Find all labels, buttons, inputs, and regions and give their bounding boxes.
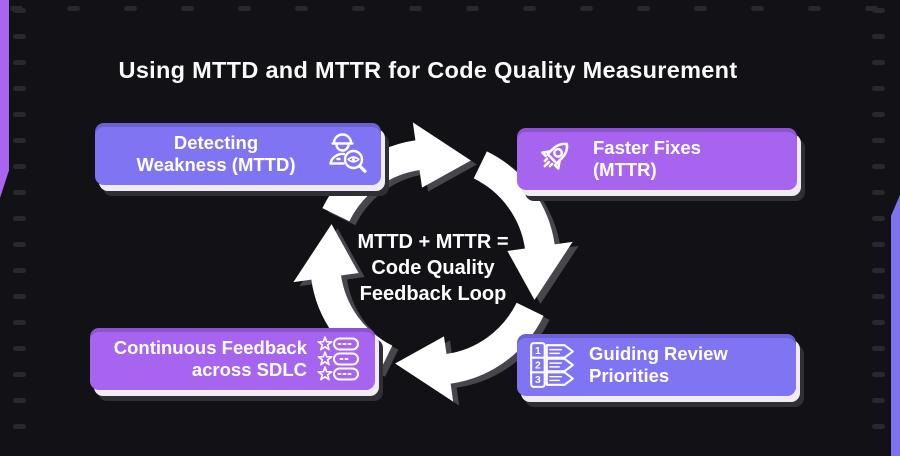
card-line: Weakness (MTTD) xyxy=(136,154,296,175)
decorative-dot xyxy=(13,320,26,325)
decorative-dot xyxy=(872,112,885,117)
decorative-dot xyxy=(808,6,821,11)
decorative-dot xyxy=(13,8,26,13)
decorative-dot xyxy=(872,424,885,429)
decorative-dot xyxy=(13,294,26,299)
decorative-dot xyxy=(872,242,885,247)
card-text: Faster Fixes (MTTR) xyxy=(593,137,789,181)
decorative-dot xyxy=(872,164,885,169)
code-inspector-icon xyxy=(329,133,367,173)
star-feedback-list-icon xyxy=(317,336,359,381)
decorative-dot xyxy=(466,6,479,11)
decorative-dot xyxy=(13,34,26,39)
decorative-dot xyxy=(13,424,26,429)
star-row-icon xyxy=(317,351,333,366)
decorative-dot xyxy=(295,6,308,11)
decorative-dot xyxy=(352,6,365,11)
decorative-dot xyxy=(872,216,885,221)
decorative-dot xyxy=(580,6,593,11)
decorative-dot xyxy=(13,190,26,195)
loop-arc xyxy=(473,151,555,250)
priority-number: 3 xyxy=(535,375,541,386)
decorative-dot xyxy=(637,6,650,11)
decorative-dot xyxy=(751,6,764,11)
decorative-dot xyxy=(67,6,80,11)
center-line-3: Feedback Loop xyxy=(359,283,507,305)
priority-tag xyxy=(545,357,574,373)
card-line: Detecting xyxy=(173,132,259,153)
decorative-dot xyxy=(13,346,26,351)
card-detecting-weakness: Detecting Weakness (MTTD) xyxy=(95,123,381,185)
decorative-dot xyxy=(13,164,26,169)
arrowhead-left xyxy=(293,224,359,283)
decorative-dot xyxy=(872,8,885,13)
left-accent-strip xyxy=(0,0,9,198)
decorative-dot xyxy=(872,60,885,65)
card-text: Detecting Weakness (MTTD) xyxy=(109,132,323,176)
card-line: Continuous Feedback xyxy=(113,337,307,358)
card-line: (MTTR) xyxy=(593,159,657,180)
decorative-dot xyxy=(181,6,194,11)
star-row-icon xyxy=(317,366,333,381)
page-title: Using MTTD and MTTR for Code Quality Mea… xyxy=(118,57,738,83)
numbered-priority-list-icon: 1 2 3 xyxy=(530,342,574,388)
decorative-dot xyxy=(13,216,26,221)
priority-number: 1 xyxy=(535,346,541,357)
card-text: Continuous Feedback across SDLC xyxy=(102,337,317,381)
card-line: Priorities xyxy=(589,365,670,386)
decorative-dot xyxy=(13,60,26,65)
decorative-dot xyxy=(523,6,536,11)
loop-arc xyxy=(311,274,393,373)
card-continuous-feedback: Continuous Feedback across SDLC xyxy=(90,328,375,390)
card-faster-fixes: Faster Fixes (MTTR) xyxy=(517,128,797,190)
center-line-2: Code Quality xyxy=(371,257,495,279)
loop-center-label: MTTD + MTTR = Code Quality Feedback Loop xyxy=(283,229,583,307)
star-row-icon xyxy=(317,336,333,351)
decorative-dot xyxy=(694,6,707,11)
card-line: across SDLC xyxy=(191,359,307,380)
priority-tag xyxy=(545,371,574,386)
decorative-dot xyxy=(865,6,878,11)
card-guiding-review: 1 2 3 Guiding Review Priorities xyxy=(517,334,796,396)
decorative-dot xyxy=(124,6,137,11)
decorative-dot xyxy=(13,268,26,273)
card-line: Guiding Review xyxy=(589,343,728,364)
decorative-dot xyxy=(13,372,26,377)
right-accent-strip xyxy=(891,195,900,456)
decorative-dot xyxy=(238,6,251,11)
loop-arc xyxy=(445,302,544,384)
rocket-icon xyxy=(541,142,569,170)
center-line-1: MTTD + MTTR = xyxy=(357,231,509,253)
decorative-dot xyxy=(872,398,885,403)
priority-number: 2 xyxy=(535,361,541,372)
arrowhead-right xyxy=(507,241,573,300)
decorative-dot xyxy=(872,268,885,273)
decorative-dot xyxy=(872,190,885,195)
decorative-dot xyxy=(872,86,885,91)
decorative-dot xyxy=(872,34,885,39)
decorative-dot xyxy=(872,346,885,351)
decorative-dot xyxy=(13,242,26,247)
card-line: Faster Fixes xyxy=(593,137,701,158)
decorative-dot xyxy=(872,294,885,299)
decorative-dot xyxy=(13,112,26,117)
decorative-dot xyxy=(872,372,885,377)
decorative-dot xyxy=(13,398,26,403)
priority-tag xyxy=(545,344,574,359)
card-text: Guiding Review Priorities xyxy=(589,343,788,387)
decorative-dot xyxy=(409,6,422,11)
decorative-dot xyxy=(13,138,26,143)
decorative-dot xyxy=(13,86,26,91)
decorative-dot xyxy=(872,138,885,143)
arrowhead-top xyxy=(412,122,471,188)
arrowhead-bottom xyxy=(395,336,454,402)
decorative-dot xyxy=(872,320,885,325)
